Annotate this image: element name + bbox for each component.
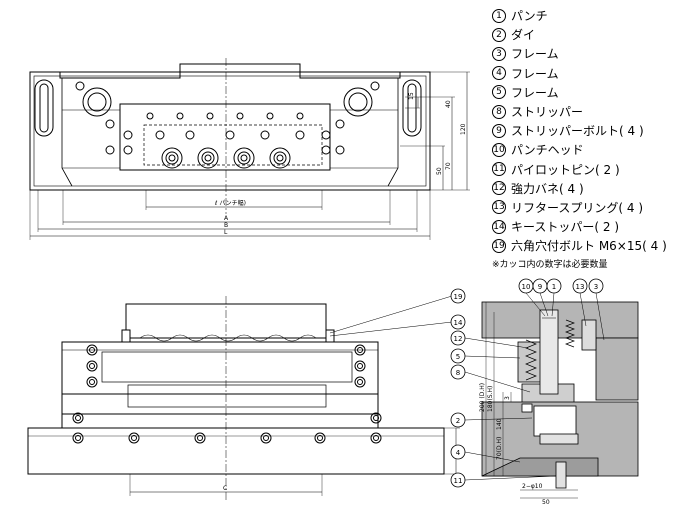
balloon-11: 11 <box>454 477 463 485</box>
legend-label: フレーム <box>511 47 559 62</box>
balloon-5: 5 <box>456 353 460 361</box>
front-mid-plate <box>61 393 379 415</box>
legend-item: 11 パイロットピン( 2 ) <box>492 160 692 179</box>
legend-item: 12 強力バネ( 4 ) <box>492 179 692 198</box>
right-slot-outer <box>402 79 422 137</box>
legend-label: キーストッパー( 2 ) <box>511 220 620 235</box>
balloon-8: 8 <box>456 369 460 377</box>
legend-label: リフタースプリング( 4 ) <box>511 200 644 215</box>
dim-70: 70 <box>445 162 452 170</box>
legend-number: 13 <box>492 200 506 215</box>
balloon-12: 12 <box>454 335 463 343</box>
left-slot-outer <box>34 79 54 137</box>
legend-item: 1 パンチ <box>492 6 692 25</box>
dim-120: 120 <box>460 123 467 135</box>
dim-B: B <box>224 222 228 229</box>
balloon-13: 13 <box>576 283 585 291</box>
balloon-3: 3 <box>594 283 598 291</box>
legend-item: 13 リフタースプリング( 4 ) <box>492 198 692 217</box>
front-view <box>27 295 460 500</box>
dim-C: C <box>223 485 227 492</box>
legend-item: 3 フレーム <box>492 44 692 63</box>
dim-L: L <box>224 229 228 236</box>
legend-number: 4 <box>492 66 506 81</box>
top-base-plate <box>29 71 431 191</box>
legend-label: 強力バネ( 4 ) <box>511 181 584 196</box>
dim-180: 180(S.H) <box>487 386 494 412</box>
legend-number: 11 <box>492 162 506 177</box>
legend-label: フレーム <box>511 66 559 81</box>
legend-number: 3 <box>492 46 506 61</box>
left-slot-inner <box>39 83 49 133</box>
legend-label: フレーム <box>511 85 559 100</box>
balloon-9: 9 <box>538 283 542 291</box>
legend-number: 19 <box>492 238 506 253</box>
legend-number: 10 <box>492 142 506 157</box>
dim-15: 15 <box>408 92 415 100</box>
dim-A: A <box>224 215 229 222</box>
legend-item: 10 パンチヘッド <box>492 140 692 159</box>
dim-200: 200 (D.H) <box>479 383 486 412</box>
front-view-dims: C 45 <box>223 448 466 492</box>
balloons <box>450 278 605 488</box>
dim-50-side: 50 <box>542 499 550 506</box>
parts-legend: 1 パンチ 2 ダイ 3 フレーム 4 フレーム 5 フレーム 8 ストリッパー 9 ストリッ… <box>492 6 692 270</box>
dim-2phi: 2−φ10 <box>522 483 543 490</box>
legend-number: 12 <box>492 181 506 196</box>
legend-item: 14 キーストッパー( 2 ) <box>492 217 692 236</box>
balloon-19: 19 <box>454 293 463 301</box>
legend-label: パイロットピン( 2 ) <box>511 162 620 177</box>
balloon-14: 14 <box>454 319 463 327</box>
dim-punch-width: ℓ パンチ幅) <box>214 199 246 207</box>
top-punch-heads <box>161 147 291 169</box>
legend-number: 5 <box>492 85 506 100</box>
legend-label: パンチ <box>511 9 548 24</box>
legend-label: ダイ <box>511 28 536 43</box>
legend-number: 2 <box>492 27 506 42</box>
legend-item: 4 フレーム <box>492 64 692 83</box>
top-view-dims: ℓ パンチ幅) A B L 15 40 120 70 50 <box>214 92 467 236</box>
top-screws <box>105 112 345 155</box>
legend-label: パンチヘッド <box>511 143 584 158</box>
balloon-10: 10 <box>522 283 531 291</box>
legend-label: ストリッパーボルト( 4 ) <box>511 124 644 139</box>
dim-50: 50 <box>436 167 443 175</box>
legend-number: 9 <box>492 123 506 138</box>
balloon-2: 2 <box>456 417 460 425</box>
front-screws <box>72 344 382 444</box>
legend-item: 2 ダイ <box>492 25 692 44</box>
top-view <box>29 58 470 240</box>
legend-label: ストリッパー <box>511 105 584 120</box>
legend-item: 5 フレーム <box>492 83 692 102</box>
dim-40: 40 <box>445 100 452 108</box>
legend-item: 9 ストリッパーボルト( 4 ) <box>492 121 692 140</box>
balloon-4: 4 <box>456 449 461 457</box>
balloon-1: 1 <box>552 283 556 291</box>
dim-3: 3 <box>504 396 511 400</box>
legend-note: ※カッコ内の数字は必要数量 <box>492 260 608 271</box>
legend-label: 六角穴付ボルト M6×15( 4 ) <box>511 239 667 254</box>
dim-70dh: 70(D.H) <box>496 437 503 460</box>
legend-number: 1 <box>492 8 506 23</box>
balloon-labels: 10 9 1 13 3 12 5 8 2 4 11 19 14 <box>454 283 599 485</box>
front-base-plate <box>27 427 445 475</box>
dim-140: 140 <box>496 418 503 430</box>
legend-item: 8 ストリッパー <box>492 102 692 121</box>
side-view-dims: 200 (D.H) 180(S.H) 140 3 70(D.H) 2−φ10 5… <box>479 383 550 506</box>
side-view <box>481 301 639 499</box>
legend-item: 19 六角穴付ボルト M6×15( 4 ) <box>492 236 692 255</box>
legend-number: 8 <box>492 104 506 119</box>
legend-number: 14 <box>492 219 506 234</box>
